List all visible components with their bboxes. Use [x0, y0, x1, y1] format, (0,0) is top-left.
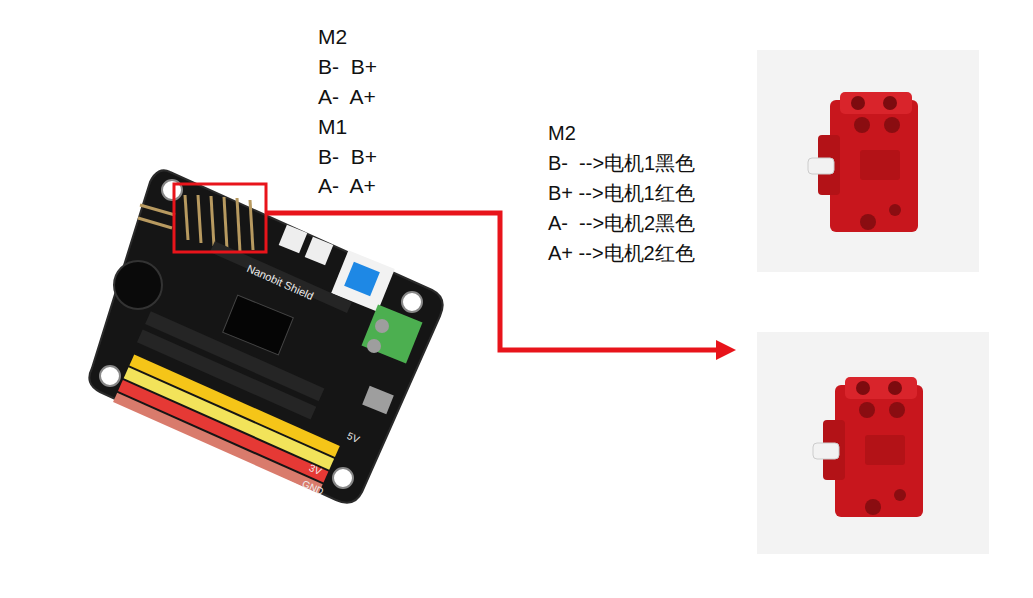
wiring-note: A- -->电机2黑色 — [548, 212, 695, 234]
pin-name: A- A+ — [318, 174, 376, 197]
arrowhead — [716, 340, 736, 360]
pointer-arrow — [266, 213, 718, 350]
shield-board — [89, 170, 442, 502]
wiring-heading: M2 — [548, 122, 576, 144]
photo-background — [757, 332, 989, 554]
pin-name: B- B+ — [318, 145, 377, 168]
motor — [813, 377, 923, 517]
photo-background — [757, 50, 979, 272]
pin-name: A- A+ — [318, 85, 376, 108]
motor — [808, 92, 918, 232]
pin-heading: M1 — [318, 115, 347, 138]
highlight-box — [174, 184, 266, 252]
wiring-note: B+ -->电机1红色 — [548, 182, 695, 204]
wiring-note: A+ -->电机2红色 — [548, 242, 695, 264]
wiring-note: B- -->电机1黑色 — [548, 152, 695, 174]
pin-name: B- B+ — [318, 55, 377, 78]
pin-heading: M2 — [318, 25, 347, 48]
